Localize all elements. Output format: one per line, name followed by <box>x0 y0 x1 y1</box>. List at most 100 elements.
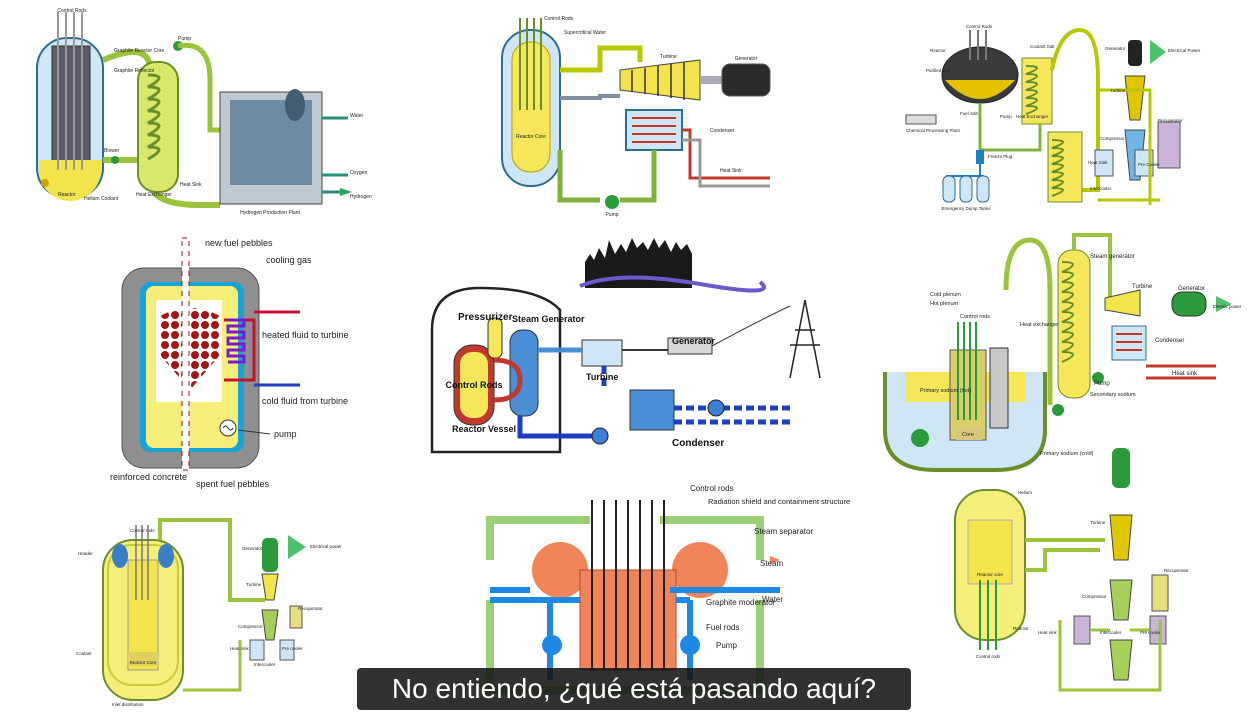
diagram-rbmk: Control rods Radiation shield and contai… <box>486 484 850 694</box>
d6-heat-sink: Heat sink <box>1172 371 1198 377</box>
d6-primary-hot: Primary sodium (hot) <box>920 388 971 394</box>
d3-recuperator: Recuperator <box>1158 118 1183 123</box>
d1-graphite-core: Graphite Reactor Core <box>114 48 165 54</box>
d6-turbine: Turbine <box>1132 284 1153 290</box>
d7-heat-sink: Heat sink <box>230 646 250 651</box>
d5-condenser: Condenser <box>672 438 724 449</box>
d9-control-rods: Control rods <box>976 654 1001 659</box>
d3-heat-sink: Heat Sink <box>1088 160 1108 165</box>
d7-generator: Generator <box>242 546 263 551</box>
d7-precooler: Pre cooler <box>282 646 303 651</box>
subtitle-caption: No entiendo, ¿qué está pasando aquí? <box>357 668 911 710</box>
d8-shield: Radiation shield and containment structu… <box>708 497 850 506</box>
d5-control-rods: Control Rods <box>446 380 503 390</box>
d9-intercooler: Intercooler <box>1100 630 1122 635</box>
d8-water: Water <box>762 595 783 604</box>
d6-steam-generator: Steam generator <box>1090 254 1135 260</box>
d9-helium: Helium <box>1018 490 1032 495</box>
d2-scw: Supercritical Water <box>564 30 606 36</box>
diagram-lfr: Control rods Header Generator Electrical… <box>76 518 342 707</box>
d6-core: Core <box>962 432 974 438</box>
d4-cooling-gas: cooling gas <box>266 255 312 265</box>
d1-water: Water <box>350 113 363 119</box>
d1-helium: Helium Coolant <box>84 196 119 202</box>
diagram-scwr: Control Rods Supercritical Water Turbine… <box>501 16 771 218</box>
d3-turbine: Turbine <box>1110 88 1126 93</box>
d6-cold-plenum: Cold plenum <box>930 292 961 298</box>
d7-coolant: Coolant <box>76 651 92 656</box>
d3-reactor: Reactor <box>930 48 946 53</box>
d7-intercooler: Intercooler <box>254 662 276 667</box>
d8-steam: Steam <box>760 559 783 568</box>
d1-graphite-reflector: Graphite Reflector <box>114 68 155 74</box>
d3-compressor: Compressor <box>1100 136 1125 141</box>
d3-freeze-plug: Freeze Plug <box>988 154 1013 159</box>
d2-turbine: Turbine <box>660 54 677 60</box>
d9-compressor: Compressor <box>1082 594 1107 599</box>
d8-pump: Pump <box>716 641 737 650</box>
d9-core: Reactor core <box>977 572 1003 577</box>
d6-condenser: Condenser <box>1155 338 1184 344</box>
d9-turbine: Turbine <box>1090 520 1106 525</box>
d2-control-rods: Control Rods <box>544 16 574 22</box>
d7-control-rods: Control rods <box>130 528 155 533</box>
d7-core: Reactor Core <box>130 660 157 665</box>
d8-control-rods: Control rods <box>690 484 734 493</box>
d9-reactor: Reactor <box>1013 626 1029 631</box>
d3-power: Electrical Power <box>1168 48 1201 53</box>
d6-secondary: Secondary sodium <box>1090 392 1136 398</box>
d7-compressor: Compressor <box>238 624 263 629</box>
diagram-vhtr-hydrogen: Control Rods Graphite Reactor Core Graph… <box>36 8 372 216</box>
d7-recuperator: Recuperator <box>298 606 323 611</box>
diagram-gfr: Helium Turbine Reactor core Reactor Cont… <box>954 448 1189 692</box>
d1-oxygen: Oxygen <box>350 170 367 176</box>
d1-heat-sink: Heat Sink <box>180 182 202 188</box>
d4-new-fuel: new fuel pebbles <box>205 238 273 248</box>
d6-hot-plenum: Hot plenum <box>930 301 959 307</box>
d9-precooler: Pre cooler <box>1140 630 1161 635</box>
d8-separator: Steam separator <box>754 527 813 536</box>
d6-heat-exchanger: Heat exchanger <box>1020 322 1059 328</box>
d3-chem: Chemical Processing Plant <box>906 128 961 133</box>
d4-cold-fluid: cold fluid from turbine <box>262 396 348 406</box>
d4-pump: pump <box>274 429 297 439</box>
d7-turbine: Turbine <box>246 582 262 587</box>
d8-fuel-rods: Fuel rods <box>706 623 739 632</box>
diagram-msr: Control Rods Coolant Salt Reactor Purifi… <box>905 24 1201 211</box>
d2-condenser: Condenser <box>710 128 735 134</box>
d3-precooler: Pre Cooler <box>1138 162 1160 167</box>
d7-header: Header <box>78 551 93 556</box>
d8-moderator: Graphite moderator <box>706 598 776 607</box>
d1-plant: Hydrogen Production Plant <box>240 210 300 216</box>
d1-pump: Pump <box>178 36 191 42</box>
diagram-sfr: Steam generator Turbine Generator Electr… <box>883 233 1242 472</box>
d6-power: Electric power <box>1213 304 1242 309</box>
d2-heat-sink: Heat Sink <box>720 168 742 174</box>
d2-core: Reactor Core <box>516 134 546 140</box>
d4-spent-fuel: spent fuel pebbles <box>196 479 270 489</box>
d1-heat-exchanger: Heat Exchanger <box>136 192 172 198</box>
d5-steam-generator: Steam Generator <box>512 314 585 324</box>
d9-heat-sink: Heat sink <box>1038 630 1058 635</box>
d6-pump: Pump <box>1094 381 1110 387</box>
diagram-pwr: Pressurizer Steam Generator Control Rods… <box>428 238 862 458</box>
d3-intercooler: Intercooler <box>1090 186 1112 191</box>
d3-fuel-salt: Fuel Salt <box>960 111 979 116</box>
d3-coolant-salt: Coolant Salt <box>1030 44 1055 49</box>
d3-heat-exchanger: Heat Exchanger <box>1016 114 1049 119</box>
d7-distribution: Inlet distribution <box>112 702 144 707</box>
d1-reactor: Reactor <box>58 192 76 198</box>
d3-pump: Pump <box>1000 114 1012 119</box>
d2-pump: Pump <box>605 212 618 218</box>
d5-turbine: Turbine <box>586 372 618 382</box>
d7-power: Electrical power <box>310 544 342 549</box>
d3-tanks: Emergency Dump Tanks <box>942 206 992 211</box>
d5-generator: Generator <box>672 336 716 346</box>
d1-blower: Blower <box>104 148 120 154</box>
d1-control-rods: Control Rods <box>57 8 87 14</box>
d3-purified-salt: Purified Salt <box>926 68 951 73</box>
d3-control-rods: Control Rods <box>966 24 993 29</box>
d4-concrete: reinforced concrete <box>110 472 187 482</box>
d3-generator: Generator <box>1105 46 1126 51</box>
d6-control-rods: Control rods <box>960 314 990 320</box>
